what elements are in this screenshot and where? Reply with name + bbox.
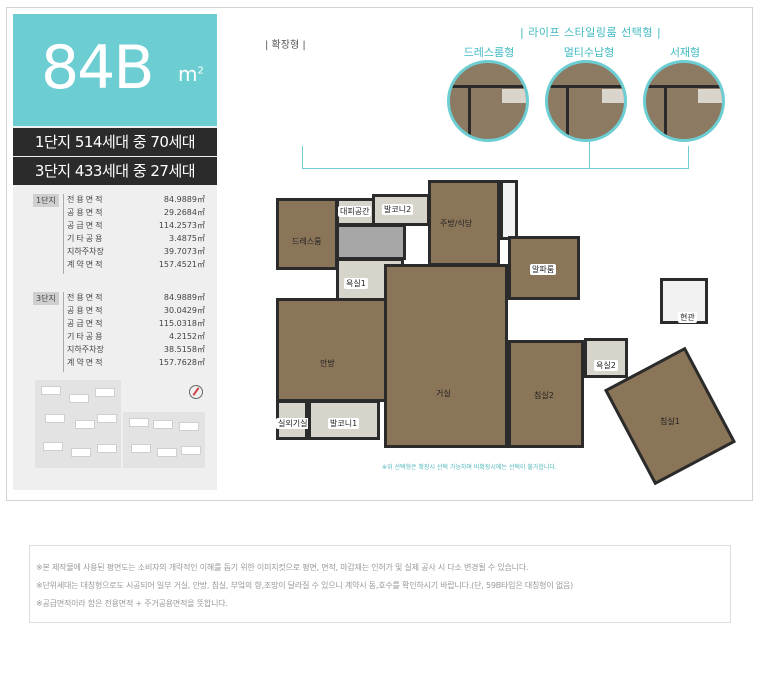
room-dressroom bbox=[276, 198, 338, 270]
option-label-dressroom: 드레스룸형 bbox=[463, 46, 515, 59]
site-map-complex-1 bbox=[35, 380, 121, 468]
room-label: 드레스룸 bbox=[292, 237, 322, 246]
room-label: 발코니2 bbox=[382, 204, 414, 215]
divider bbox=[63, 292, 64, 372]
room-label: 욕실2 bbox=[594, 360, 618, 371]
divider bbox=[63, 194, 64, 274]
floor-plan: 드레스룸 대피공간 발코니2 주방/식당 알파룸 욕실1 현관 안방 거실 침실… bbox=[268, 178, 748, 486]
room-label: 주방/식당 bbox=[440, 219, 473, 228]
room-master bbox=[276, 298, 388, 402]
room-label: 알파룸 bbox=[530, 264, 557, 275]
room-storage bbox=[336, 224, 406, 260]
option-label-storage: 멀티수납형 bbox=[563, 46, 615, 59]
room-living bbox=[384, 264, 508, 448]
unit-type-name: 84B bbox=[41, 33, 155, 103]
type-header: 84B m2 bbox=[13, 14, 217, 126]
option-connector bbox=[302, 146, 689, 169]
room-label: 침실1 bbox=[660, 417, 680, 426]
room-balcony1 bbox=[308, 400, 380, 440]
north-arrow-icon bbox=[189, 385, 203, 399]
area-block-label: 1단지 bbox=[33, 194, 59, 207]
unit-info-sidebar: 84B m2 1단지 514세대 중 70세대 3단지 433세대 중 27세대… bbox=[13, 14, 217, 490]
room-kitchen bbox=[428, 180, 500, 266]
room-label: 현관 bbox=[678, 312, 697, 323]
room-label: 실외기실 bbox=[276, 418, 310, 429]
room-label: 거실 bbox=[436, 389, 451, 398]
room-label: 침실2 bbox=[534, 391, 554, 400]
room-label: 발코니1 bbox=[328, 418, 360, 429]
room-bath2 bbox=[584, 338, 628, 378]
plan-note: ※위 선택형은 확장시 선택 가능하며 비확장시에는 선택이 불가합니다. bbox=[382, 464, 557, 471]
disclaimer-box: ※본 제작물에 사용된 평면도는 소비자의 개략적인 이해를 돕기 위한 이미지… bbox=[29, 545, 731, 623]
room-entrance bbox=[660, 278, 708, 324]
room-bed2 bbox=[508, 340, 584, 448]
room-label: 안방 bbox=[320, 359, 335, 368]
room-label: 욕실1 bbox=[344, 278, 368, 289]
disclaimer-line: ※단위세대는 대칭형으로도 시공되어 일부 거실, 안방, 침실, 부엌의 향,… bbox=[36, 581, 574, 590]
disclaimer-line: ※본 제작물에 사용된 평면도는 소비자의 개략적인 이해를 돕기 위한 이미지… bbox=[36, 563, 529, 572]
option-preview-storage[interactable] bbox=[545, 60, 627, 142]
option-preview-dressroom[interactable] bbox=[447, 60, 529, 142]
option-connector bbox=[589, 142, 590, 168]
expansion-type-label: | 확장형 | bbox=[265, 40, 306, 51]
lifestyle-option-title: | 라이프 스타일링룸 선택형 | bbox=[520, 26, 662, 39]
households-row-2: 3단지 433세대 중 27세대 bbox=[13, 157, 217, 185]
area-block-label: 3단지 bbox=[33, 292, 59, 305]
site-map-complex-3 bbox=[123, 412, 205, 468]
kitchen-counter bbox=[500, 180, 518, 240]
unit-type-unit: m2 bbox=[178, 62, 204, 86]
households-row-1: 1단지 514세대 중 70세대 bbox=[13, 128, 217, 156]
disclaimer-line: ※공급면적이라 함은 전용면적 + 주거공용면적을 뜻합니다. bbox=[36, 599, 228, 608]
option-preview-study[interactable] bbox=[643, 60, 725, 142]
option-label-study: 서재형 bbox=[669, 46, 701, 59]
room-label: 대피공간 bbox=[338, 206, 372, 217]
